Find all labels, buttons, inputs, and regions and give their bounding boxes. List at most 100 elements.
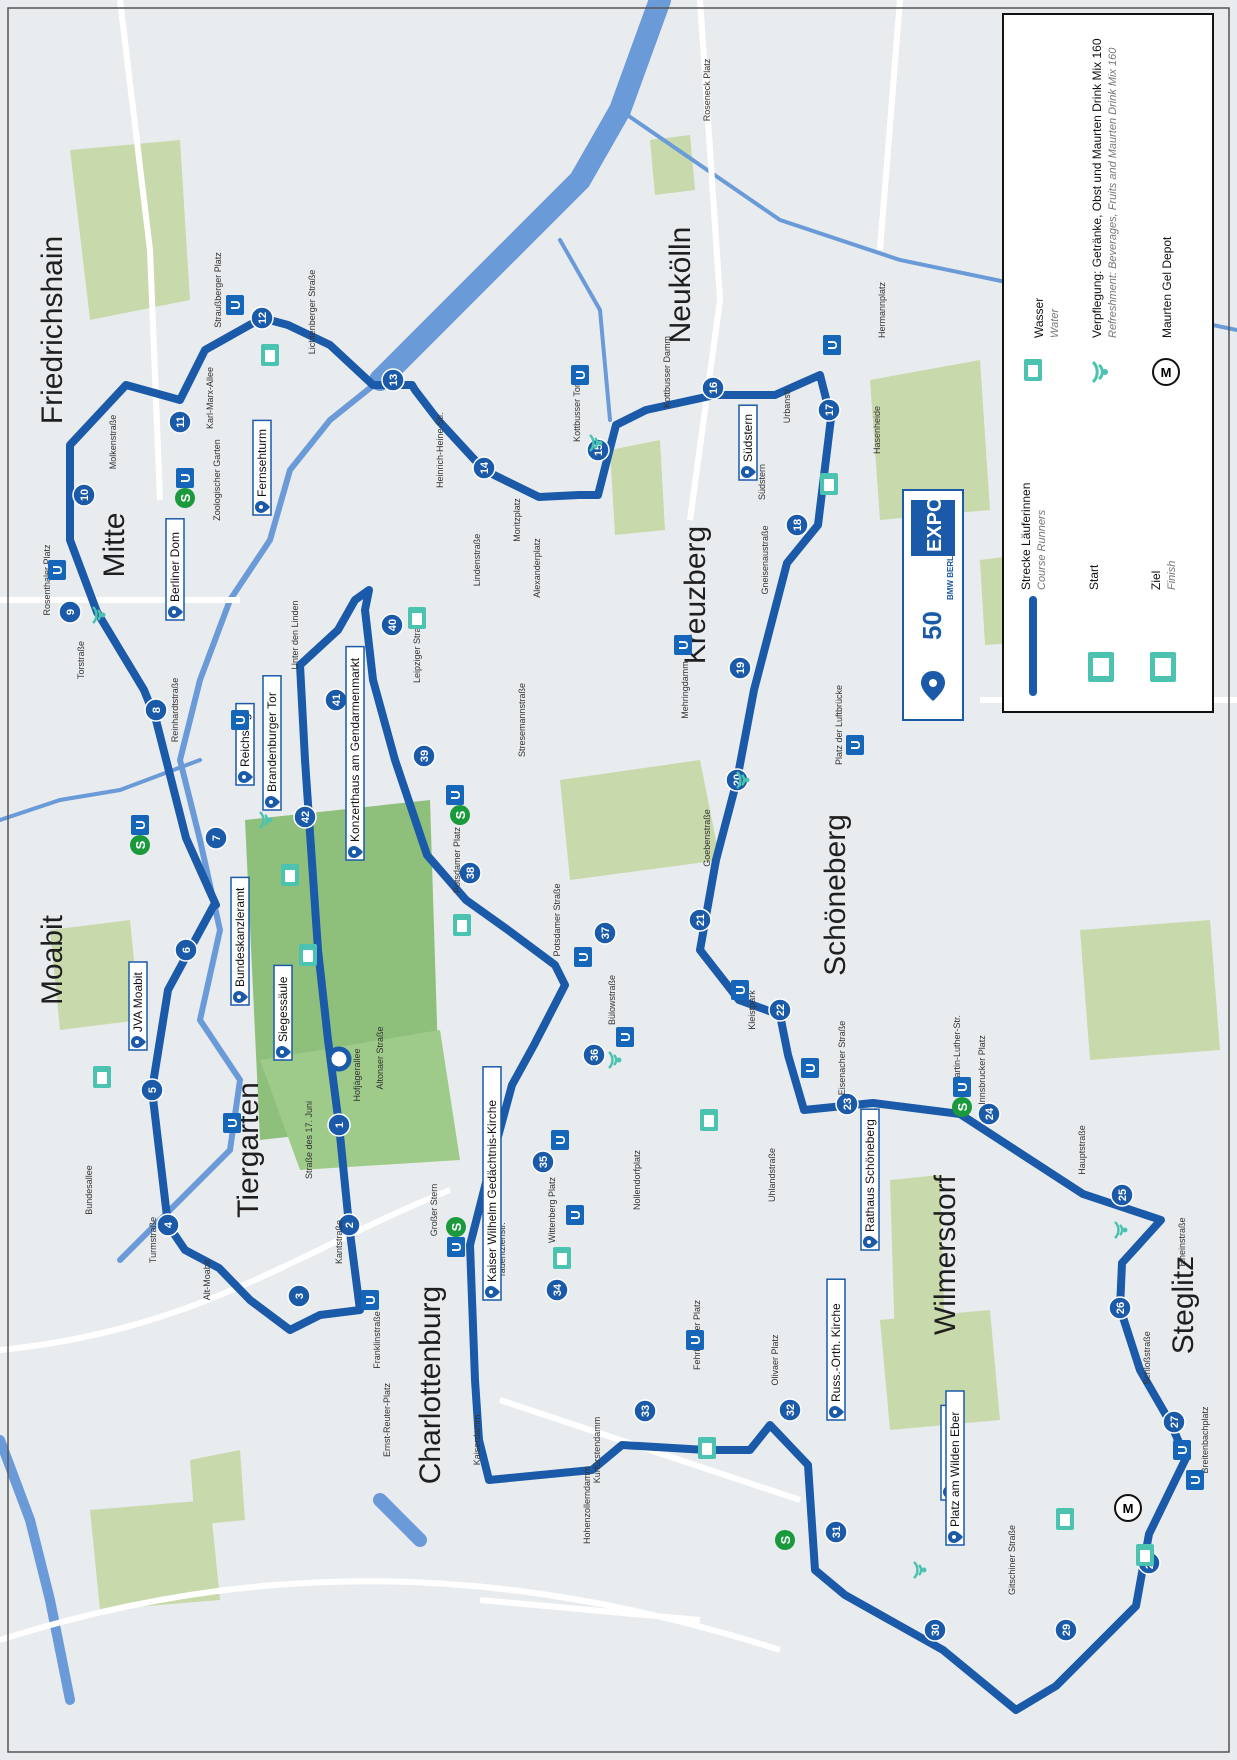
km-marker-38: 38 (458, 861, 482, 885)
km-marker-24: 24 (977, 1102, 1001, 1126)
transit-label: U (955, 1082, 970, 1091)
ubahn-icon: U (616, 1027, 634, 1047)
gel-depot-icon (1114, 1494, 1142, 1522)
street-label: Mehringdamm (680, 661, 690, 719)
refreshment-icon (608, 1051, 622, 1069)
ubahn-icon: U (823, 335, 841, 355)
sbahn-icon: S (130, 835, 150, 855)
logo-expo: EXPO (924, 496, 946, 552)
legend-finish-label: Ziel (1149, 571, 1163, 590)
km-marker-label: 25 (1117, 1189, 1129, 1201)
transit-label: U (449, 1242, 464, 1251)
street-label: Ernst-Reuter-Platz (382, 1382, 392, 1457)
km-marker-label: 14 (479, 461, 491, 474)
sbahn-icon: S (446, 1217, 466, 1237)
street-label: Wittenberg Platz (547, 1176, 557, 1243)
street-label: Martin-Luther-Str. (952, 1015, 962, 1085)
km-marker-26: 26 (1108, 1296, 1132, 1320)
transit-label: U (233, 715, 248, 724)
km-marker-12: 12 (250, 306, 274, 330)
ubahn-icon: U (674, 635, 692, 655)
street-label: Urbanstr. (782, 387, 792, 424)
water-icon (553, 1247, 571, 1269)
km-marker-label: 33 (640, 1405, 652, 1417)
legend-water-en: Water (1049, 308, 1061, 338)
km-marker-label: 4 (163, 1221, 175, 1228)
street-label: Alexanderplatz (532, 538, 542, 598)
landmark-label: Fernsehturm (255, 429, 269, 497)
street-label: Uhlandstraße (767, 1148, 777, 1202)
ubahn-icon: U (686, 1330, 704, 1350)
transit-label: U (803, 1063, 818, 1072)
landmark-label: Konzerthaus am Gendarmenmarkt (348, 657, 362, 842)
logo-fifty: 50 (917, 611, 947, 640)
ubahn-icon: U (48, 560, 66, 580)
km-marker-label: 30 (930, 1624, 942, 1636)
street-label: Hofjägerallee (352, 1048, 362, 1101)
km-marker-34: 34 (545, 1278, 569, 1302)
landmark-box: Fernsehturm (252, 419, 272, 516)
ubahn-icon: U (953, 1077, 971, 1097)
transit-label: U (676, 640, 691, 649)
km-marker-label: 8 (151, 707, 163, 713)
street-label: Lindenstraße (472, 534, 482, 587)
legend-course: Strecke Läuferinnen Course Runners (1019, 483, 1048, 696)
gel-icon (1152, 358, 1180, 386)
transit-label: U (448, 790, 463, 799)
district-label: Moabit (36, 914, 69, 1005)
street-label: Platz der Luftbrücke (834, 685, 844, 765)
street-label: Hasenheide (872, 406, 882, 454)
ubahn-icon: U (571, 365, 589, 385)
transit-label: U (618, 1032, 633, 1041)
landmark-box: Rathaus Schöneberg (860, 1108, 880, 1251)
legend-gel-label: Maurten Gel Depot (1160, 236, 1174, 338)
landmark-box: Brandenburger Tor (262, 675, 282, 811)
km-marker-label: 40 (387, 619, 399, 631)
refreshment-icon (92, 606, 106, 624)
street-label: Straße des 17. Juni (304, 1101, 314, 1179)
transit-label: U (553, 1135, 568, 1144)
transit-label: U (1188, 1475, 1203, 1484)
ubahn-icon: U (447, 1237, 465, 1257)
start-icon (1088, 652, 1114, 682)
refreshment-icon (589, 434, 603, 452)
landmark-label: Siegessäule (276, 976, 290, 1042)
district-label: Neukölln (664, 227, 697, 344)
transit-label: U (228, 300, 243, 309)
km-marker-11: 11 (168, 410, 192, 434)
water-icon (698, 1437, 716, 1459)
street-label: Kantstraße (334, 1220, 344, 1264)
legend-finish-en: Finish (1166, 561, 1178, 590)
street-label: Straußberger Platz (213, 252, 223, 328)
km-marker-label: 16 (708, 382, 720, 394)
landmark-box: Russ.-Orth. Kirche (826, 1278, 846, 1421)
street-label: Karl-Marx-Allee (205, 367, 215, 429)
water-icon (281, 864, 299, 886)
km-marker-25: 25 (1110, 1183, 1134, 1207)
street-label: Alt-Moabit (202, 1259, 212, 1300)
km-marker-7: 7 (204, 826, 228, 850)
transit-label: S (449, 1222, 464, 1231)
street-label: Moritzplatz (512, 498, 522, 542)
ubahn-icon: U (1173, 1440, 1191, 1460)
district-labels: FriedrichshainMitteMoabitTiergartenCharl… (36, 227, 1200, 1485)
km-marker-label: 23 (842, 1098, 854, 1110)
km-marker-19: 19 (728, 656, 752, 680)
km-marker-29: 29 (1054, 1618, 1078, 1642)
finish-icon (1150, 652, 1176, 682)
km-marker-label: 22 (775, 1004, 787, 1016)
street-label: Großer Stern (429, 1184, 439, 1237)
km-marker-6: 6 (174, 938, 198, 962)
transit-label: U (573, 370, 588, 379)
water-icon (1136, 1544, 1154, 1566)
street-label: Kleistpark (747, 990, 757, 1030)
legend-refreshment-en: Refreshment: Beverages, Fruits and Maurt… (1107, 47, 1119, 338)
sbahn-icon: S (775, 1530, 795, 1550)
km-marker-33: 33 (633, 1399, 657, 1423)
street-label: Leipziger Straße (412, 617, 422, 683)
landmark-box: JVA Moabit (128, 961, 148, 1051)
ubahn-icon: U (446, 785, 464, 805)
